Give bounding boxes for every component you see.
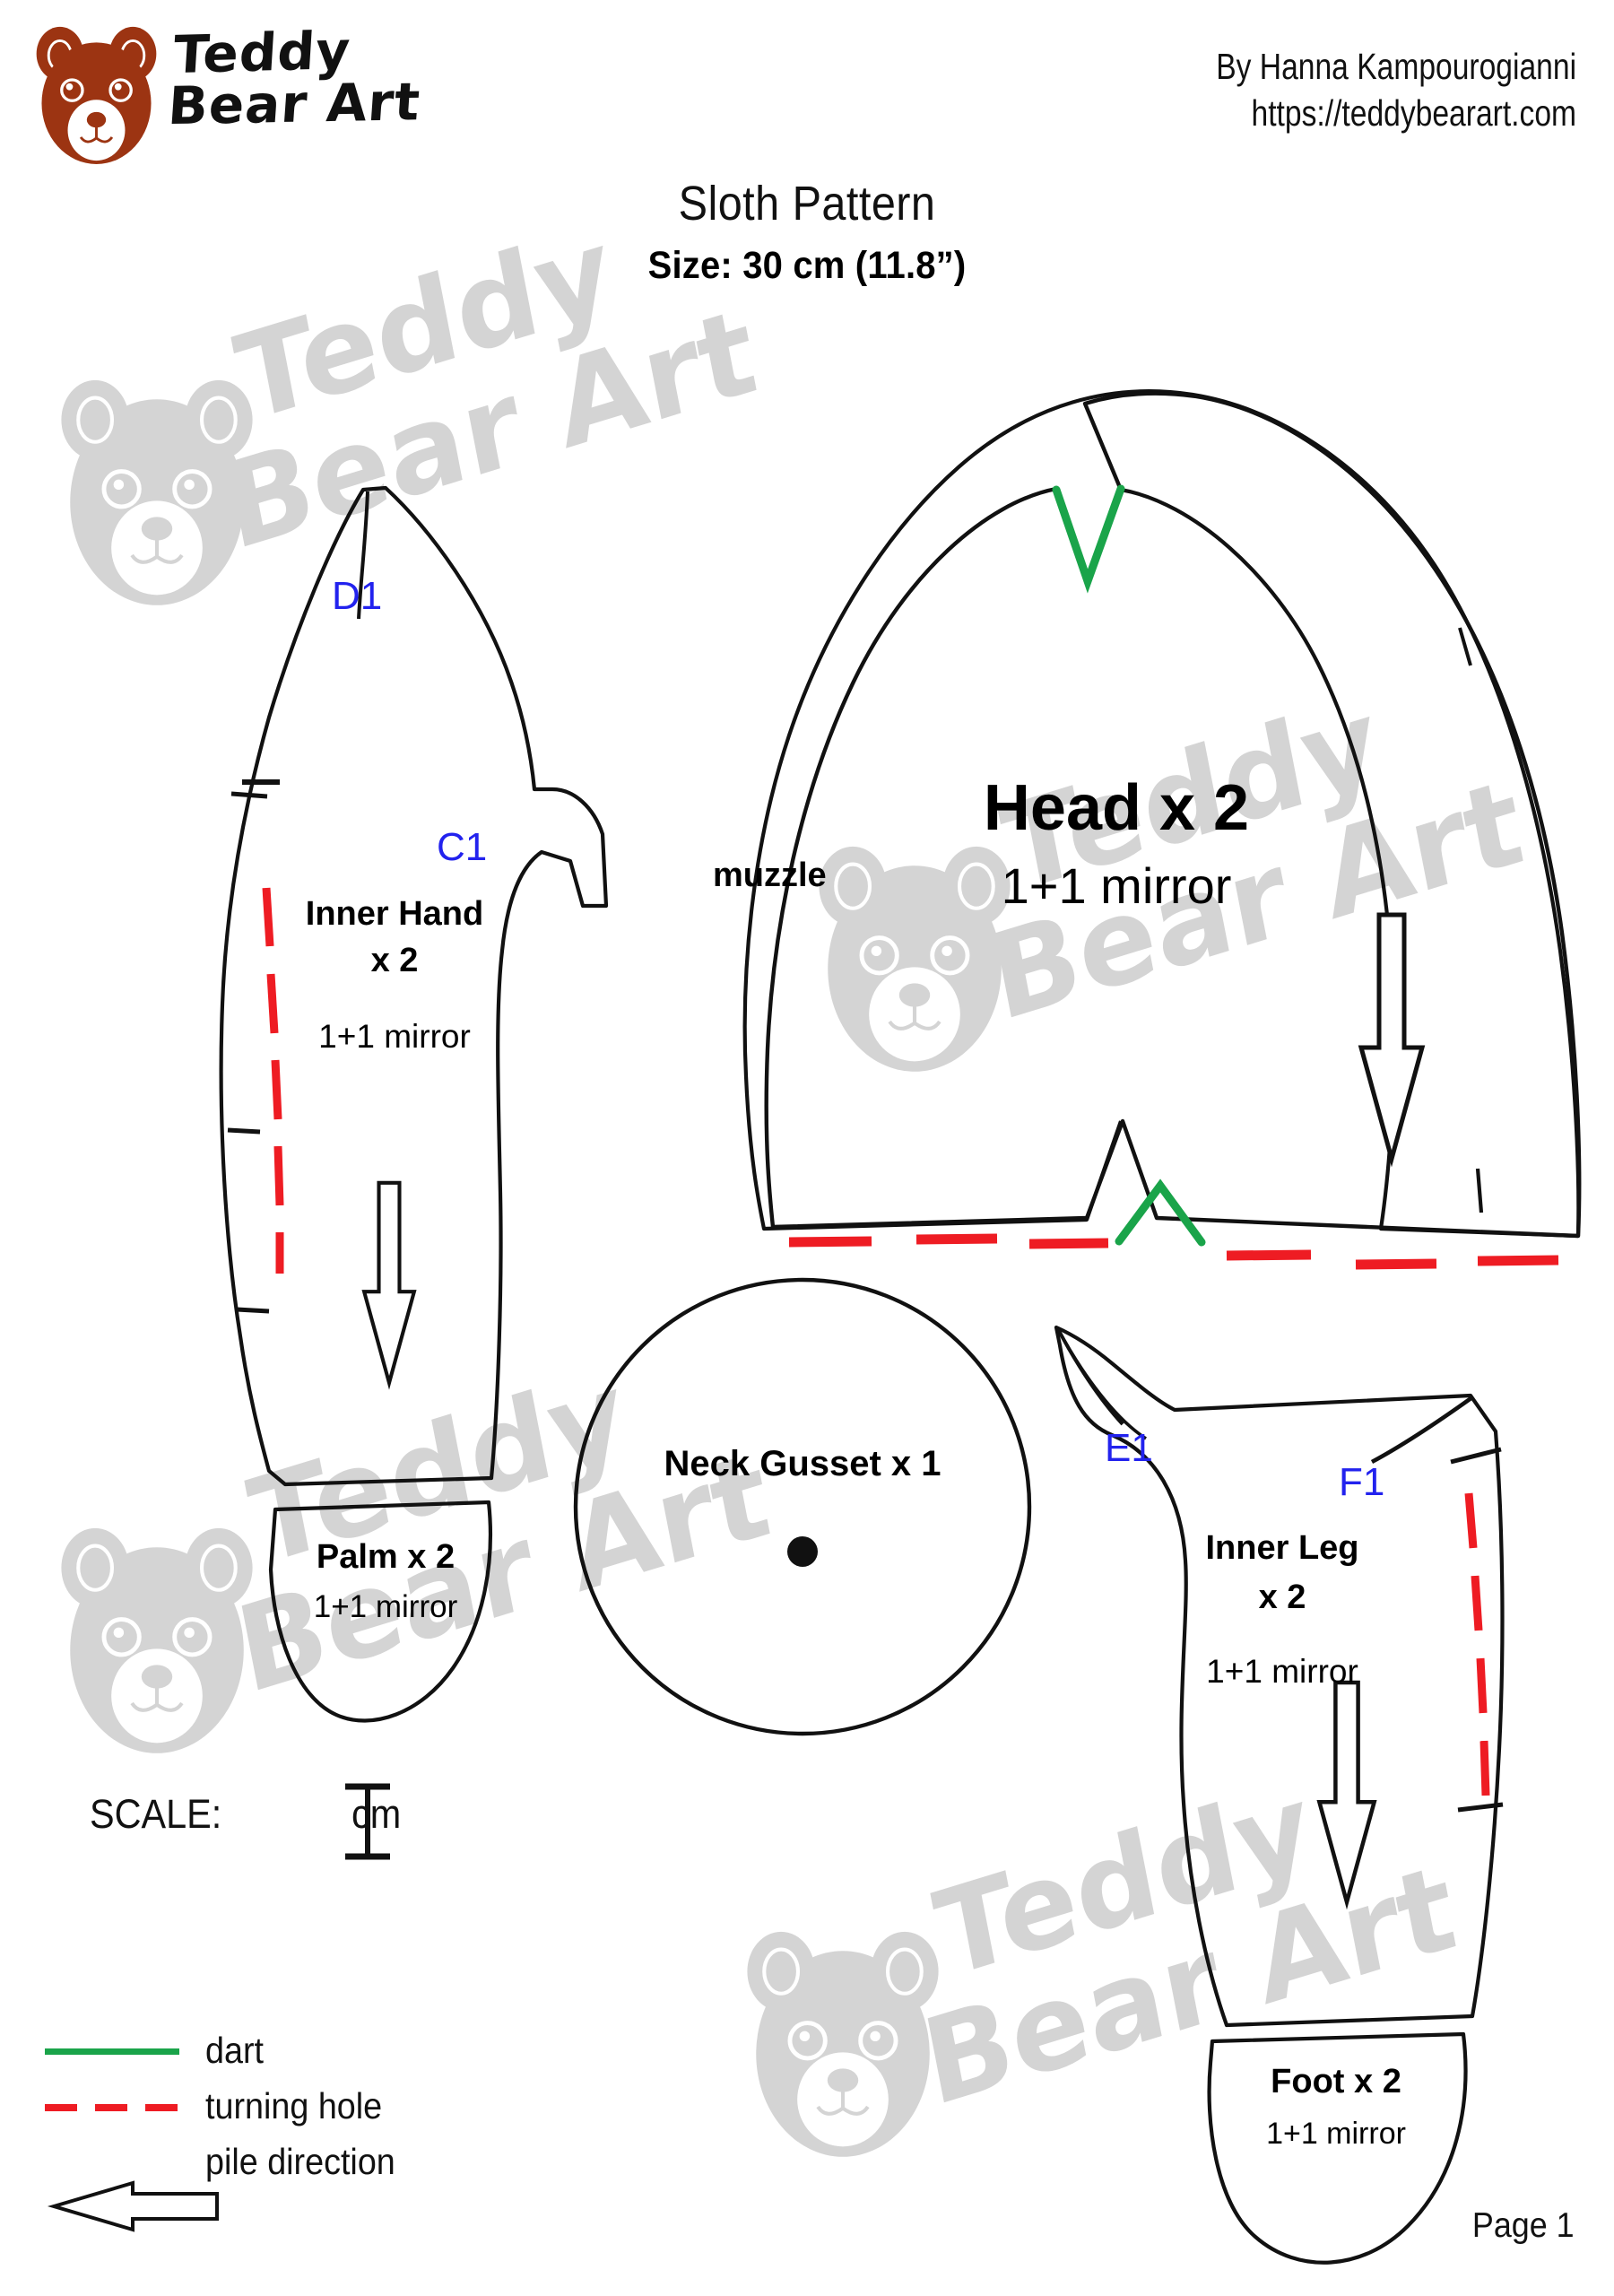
scale-bar (345, 1783, 390, 1860)
piece-mirror-palm: 1+1 mirror (313, 1589, 458, 1624)
scale-label: SCALE: (90, 1791, 222, 1837)
author-name: By Hanna Kampourogianni (1216, 46, 1576, 87)
pile-direction-arrow-icon (38, 2144, 186, 2179)
piece-mirror-head: 1+1 mirror (1001, 857, 1232, 914)
piece-inner-hand (219, 485, 609, 1487)
piece-label-muzzle: muzzle (713, 857, 827, 894)
legend-label-pile-direction: pile direction (205, 2140, 395, 2182)
turning-hole-line-icon (38, 2088, 186, 2124)
turning-hole-inner-leg (1464, 1492, 1490, 1796)
piece-label-inner-hand: Inner Hand (305, 895, 484, 933)
dart-head-top (1052, 484, 1125, 594)
title-block: Sloth Pattern Size: 30 cm (11.8”) (0, 176, 1614, 288)
mark-label-c1: C1 (437, 825, 488, 869)
pile-arrow-inner-leg (1319, 1683, 1374, 1902)
dart-line-icon (38, 2032, 186, 2068)
mark-label-f1: F1 (1339, 1460, 1385, 1504)
legend-row-dart: dart (38, 2022, 412, 2078)
piece-mirror-inner-leg: 1+1 mirror (1206, 1653, 1358, 1690)
bear-head-logo-icon (36, 26, 157, 164)
website-url[interactable]: https://teddybearart.com (1251, 92, 1576, 135)
scale-bar-icon (289, 1771, 343, 1857)
pile-arrow-inner-hand (364, 1183, 414, 1383)
author-credit: By Hanna Kampourogianni https://teddybea… (1216, 43, 1576, 137)
wordmark-line-2: Bear Art (166, 71, 423, 137)
legend-pile-arrow-icon (47, 2180, 219, 2232)
legend-label-turning-hole: turning hole (205, 2084, 383, 2126)
piece-label-head: Head x 2 (983, 772, 1250, 844)
neck-gusset-center-dot (787, 1536, 818, 1567)
page-title: Sloth Pattern (678, 177, 936, 230)
piece-neck-gusset (573, 1277, 1032, 1736)
page-number: Page 1 (1472, 2206, 1575, 2245)
legend-row-turning-hole: turning hole (38, 2078, 412, 2134)
scale-unit: cm (351, 1791, 402, 1837)
scale-block: SCALE: cm (90, 1771, 405, 1857)
piece-label-palm: Palm x 2 (316, 1538, 456, 1576)
turning-hole-head (788, 1233, 1559, 1270)
dart-head-bottom (1115, 1178, 1206, 1247)
piece-qty-inner-hand: x 2 (370, 942, 419, 979)
turning-hole-inner-hand (262, 887, 284, 1274)
document-header: Teddy Bear Art By Hanna Kampourogianni h… (0, 0, 1614, 179)
legend: dart turning hole pile direction (38, 2022, 412, 2189)
pattern-size: Size: 30 cm (11.8”) (647, 244, 967, 287)
piece-mirror-inner-hand: 1+1 mirror (318, 1018, 471, 1055)
brand-wordmark: Teddy Bear Art (166, 20, 599, 167)
piece-label-inner-leg: Inner Leg (1205, 1529, 1359, 1567)
legend-label-dart: dart (205, 2029, 265, 2071)
mark-label-e1: E1 (1105, 1426, 1153, 1470)
piece-mirror-foot: 1+1 mirror (1266, 2117, 1406, 2151)
legend-row-pile-direction: pile direction (38, 2134, 412, 2189)
mark-label-d1: D1 (332, 574, 383, 618)
piece-qty-inner-leg: x 2 (1258, 1578, 1306, 1616)
piece-label-neck-gusset: Neck Gusset x 1 (664, 1444, 941, 1483)
piece-label-foot: Foot x 2 (1271, 2063, 1401, 2100)
